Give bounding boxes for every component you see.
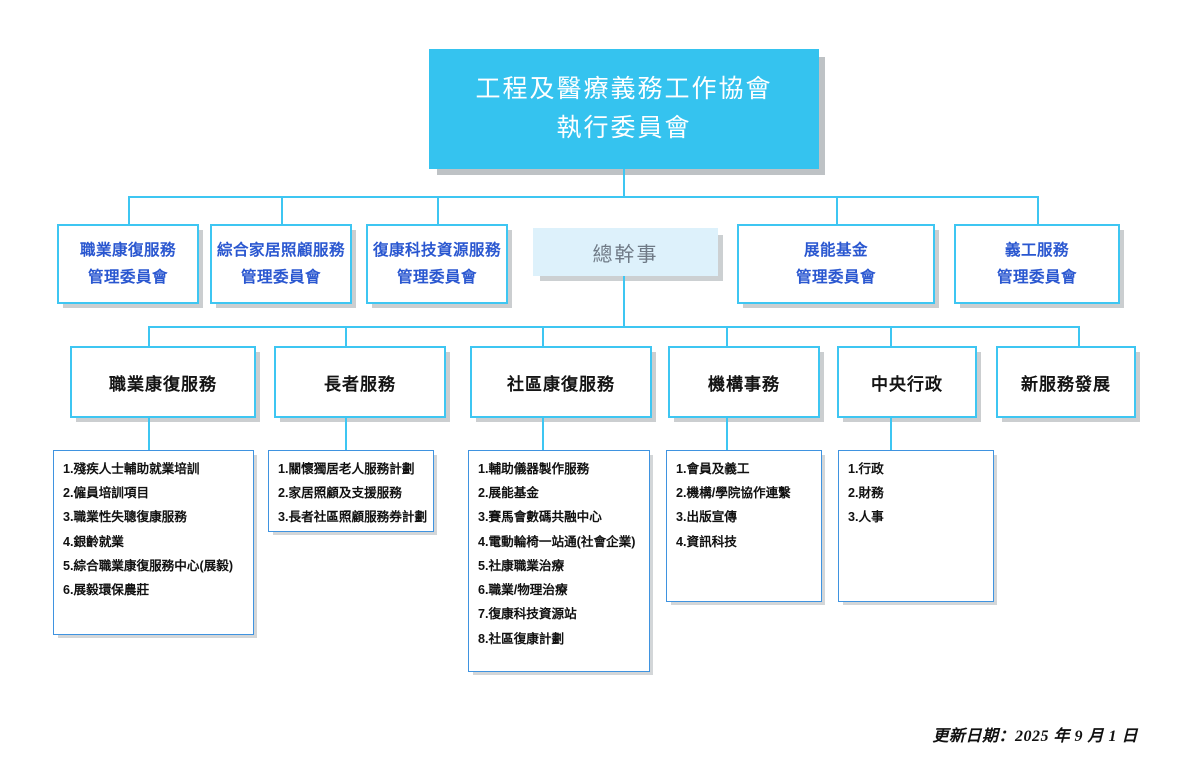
list-item: 3.賽馬會數碼共融中心 (478, 510, 602, 525)
list-item: 1.殘疾人士輔助就業培訓 (63, 462, 200, 476)
list-item: 3.人事 (848, 510, 884, 525)
committee-4-line2: 管理委員會 (795, 269, 876, 286)
node-dept-institutional-affairs[interactable]: 機構事務 (668, 346, 820, 418)
list-elderly-services[interactable]: 1.關懷獨居老人服務計劃 2.家居照顧及支援服務 3.長者社區照顧服務券計劃 (268, 450, 434, 532)
node-committee-ability-fund[interactable]: 展能基金 管理委員會 (737, 224, 935, 304)
list-item: 4.電動輪椅一站通(社會企業) (478, 534, 636, 549)
connector-dept1-to-list1 (148, 418, 150, 451)
connector-drop-dept-4 (726, 326, 728, 346)
list-item: 3.出版宣傳 (676, 510, 737, 525)
committee-1-line1: 職業康復服務 (79, 241, 176, 259)
connector-drop-dept-3 (542, 326, 544, 346)
committee-2-line1: 綜合家居照顧服務 (216, 241, 345, 259)
committee-2-line2: 管理委員會 (240, 269, 321, 286)
node-committee-home-care[interactable]: 綜合家居照顧服務 管理委員會 (210, 224, 352, 304)
list-item: 1.輔助儀器製作服務 (478, 462, 590, 476)
node-committee-volunteer[interactable]: 義工服務 管理委員會 (954, 224, 1120, 304)
connector-drop-dept-5 (890, 326, 892, 346)
list-central-admin[interactable]: 1.行政 2.財務 3.人事 (838, 450, 994, 602)
node-committee-rehab-tech[interactable]: 復康科技資源服務 管理委員會 (366, 224, 508, 304)
connector-drop-committee-1 (128, 196, 130, 224)
committee-4-line1: 展能基金 (803, 241, 868, 259)
list-item: 1.關懷獨居老人服務計劃 (278, 462, 415, 476)
connector-drop-dept-2 (345, 326, 347, 346)
list-item: 2.僱員培訓項目 (63, 486, 150, 501)
connector-drop-dept-1 (148, 326, 150, 346)
node-dept-vocational-rehab[interactable]: 職業康復服務 (70, 346, 256, 418)
connector-bus-row3 (148, 326, 1080, 328)
connector-dept4-to-list4 (726, 418, 728, 451)
node-dept-new-service-development[interactable]: 新服務發展 (996, 346, 1136, 418)
list-item: 1.會員及義工 (676, 462, 750, 476)
connector-drop-committee-3 (437, 196, 439, 224)
node-dept-elderly-service[interactable]: 長者服務 (274, 346, 446, 418)
list-item: 2.家居照顧及支援服務 (278, 486, 402, 501)
dept-6-label: 新服務發展 (1021, 374, 1111, 394)
dept-3-label: 社區康復服務 (507, 374, 615, 394)
committee-1-line2: 管理委員會 (87, 269, 168, 286)
dept-4-label: 機構事務 (708, 374, 780, 394)
committee-3-line1: 復康科技資源服務 (372, 241, 501, 259)
list-item: 7.復康科技資源站 (478, 607, 577, 622)
root-title-line2: 執行委員會 (556, 114, 692, 142)
node-dept-central-admin[interactable]: 中央行政 (837, 346, 977, 418)
committee-5-line1: 義工服務 (1004, 241, 1069, 259)
committee-3-line2: 管理委員會 (396, 269, 477, 286)
list-item: 3.職業性失聰復康服務 (63, 510, 187, 525)
connector-drop-committee-4 (836, 196, 838, 224)
root-title-line1: 工程及醫療義務工作協會 (475, 75, 773, 104)
connector-dept3-to-list3 (542, 418, 544, 451)
connector-director-spine (623, 276, 625, 327)
list-item: 2.機構/學院協作連繫 (676, 486, 791, 501)
list-institutional-affairs[interactable]: 1.會員及義工 2.機構/學院協作連繫 3.出版宣傳 4.資訊科技 (666, 450, 822, 602)
list-vocational-rehab-services[interactable]: 1.殘疾人士輔助就業培訓 2.僱員培訓項目 3.職業性失聰復康服務 4.銀齡就業… (53, 450, 254, 635)
list-item: 6.展毅環保農莊 (63, 583, 150, 598)
connector-dept5-to-list5 (890, 418, 892, 451)
list-item: 2.財務 (848, 486, 884, 501)
dept-1-label: 職業康復服務 (109, 374, 217, 394)
list-item: 8.社區復康計劃 (478, 631, 565, 646)
updated-date-label: 更新日期：2025 年 9 月 1 日 (932, 728, 1138, 745)
connector-root-down (623, 169, 625, 197)
connector-drop-dept-6 (1078, 326, 1080, 346)
dept-2-label: 長者服務 (324, 374, 396, 394)
list-item: 4.資訊科技 (676, 534, 737, 549)
connector-dept2-to-list2 (345, 418, 347, 451)
node-dept-community-rehab[interactable]: 社區康復服務 (470, 346, 652, 418)
list-item: 5.綜合職業康復服務中心(展毅) (63, 558, 234, 573)
list-item: 5.社康職業治療 (478, 558, 565, 573)
list-item: 2.展能基金 (478, 486, 539, 501)
connector-drop-committee-5 (1037, 196, 1039, 224)
node-committee-vocational-rehab[interactable]: 職業康復服務 管理委員會 (57, 224, 199, 304)
director-label: 總幹事 (592, 243, 659, 266)
list-item: 1.行政 (848, 462, 884, 476)
list-community-rehab-services[interactable]: 1.輔助儀器製作服務 2.展能基金 3.賽馬會數碼共融中心 4.電動輪椅一站通(… (468, 450, 650, 672)
node-director-general[interactable]: 總幹事 (533, 228, 718, 276)
list-item: 3.長者社區照顧服務券計劃 (278, 510, 428, 525)
connector-bus-row2 (128, 196, 1038, 198)
node-executive-committee[interactable]: 工程及醫療義務工作協會 執行委員會 (429, 49, 819, 169)
dept-5-label: 中央行政 (871, 374, 943, 394)
committee-5-line2: 管理委員會 (996, 269, 1077, 286)
connector-drop-committee-2 (281, 196, 283, 224)
list-item: 4.銀齡就業 (63, 534, 124, 549)
list-item: 6.職業/物理治療 (478, 583, 568, 598)
